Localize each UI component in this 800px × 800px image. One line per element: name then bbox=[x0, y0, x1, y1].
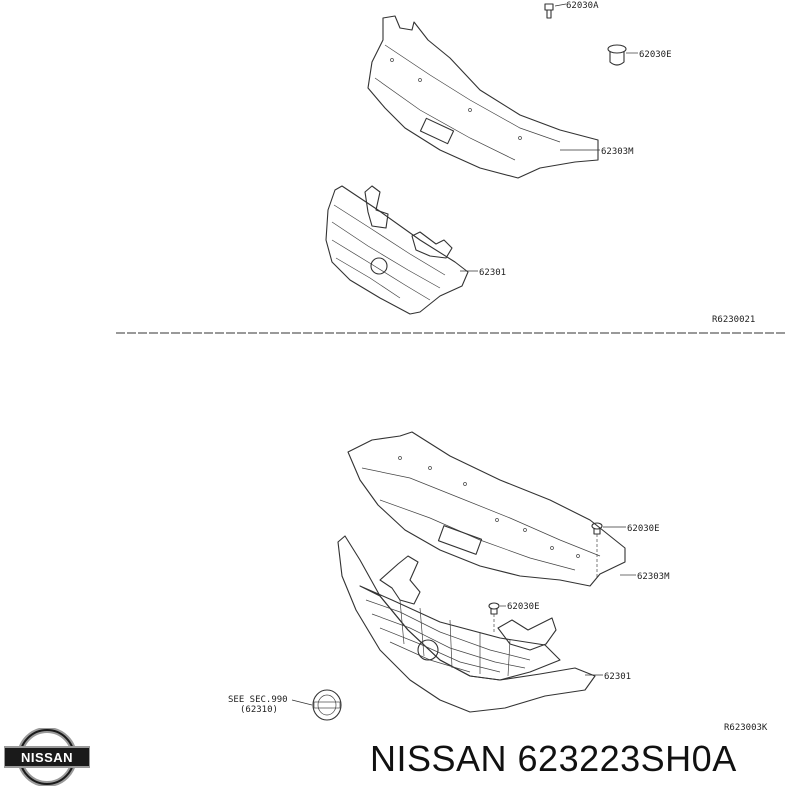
upper-panel-62303m-drawing bbox=[367, 15, 599, 179]
upper-panel-62303m-bottom-drawing bbox=[347, 431, 626, 587]
label-see-sec: SEE SEC.990 bbox=[228, 695, 288, 705]
label-62030e: 62030E bbox=[639, 50, 672, 60]
label-62303m-bottom: 62303M bbox=[637, 572, 670, 582]
clip-62030e-drawing bbox=[607, 44, 627, 66]
label-62301-top: 62301 bbox=[479, 268, 506, 278]
grille-62301-top-drawing bbox=[325, 185, 469, 315]
label-62030e-bottom-upper: 62030E bbox=[627, 524, 660, 534]
label-see-sec-part: (62310) bbox=[240, 705, 278, 715]
nissan-logo bbox=[4, 728, 90, 786]
emblem-drawing bbox=[312, 689, 342, 721]
ref-r623003k: R623003K bbox=[724, 723, 768, 733]
top-diagram: 62030A 62030E 62303M bbox=[325, 1, 755, 325]
label-62030e-bottom-lower: 62030E bbox=[507, 602, 540, 612]
label-62030a: 62030A bbox=[566, 1, 599, 11]
grille-62301-bottom-drawing bbox=[337, 535, 596, 713]
label-62301-bottom: 62301 bbox=[604, 672, 631, 682]
clip-62030e-bottom-upper-drawing bbox=[591, 522, 603, 578]
bottom-diagram: 62303M 62030E bbox=[228, 431, 768, 733]
part-caption: NISSAN 623223SH0A bbox=[370, 738, 737, 779]
label-62303m-top: 62303M bbox=[601, 147, 634, 157]
clip-62030e-bottom-lower-drawing bbox=[488, 602, 500, 632]
ref-r6230021: R6230021 bbox=[712, 315, 755, 325]
clip-62030a-drawing bbox=[544, 3, 554, 19]
nissan-logo-text: NISSAN bbox=[20, 749, 74, 765]
